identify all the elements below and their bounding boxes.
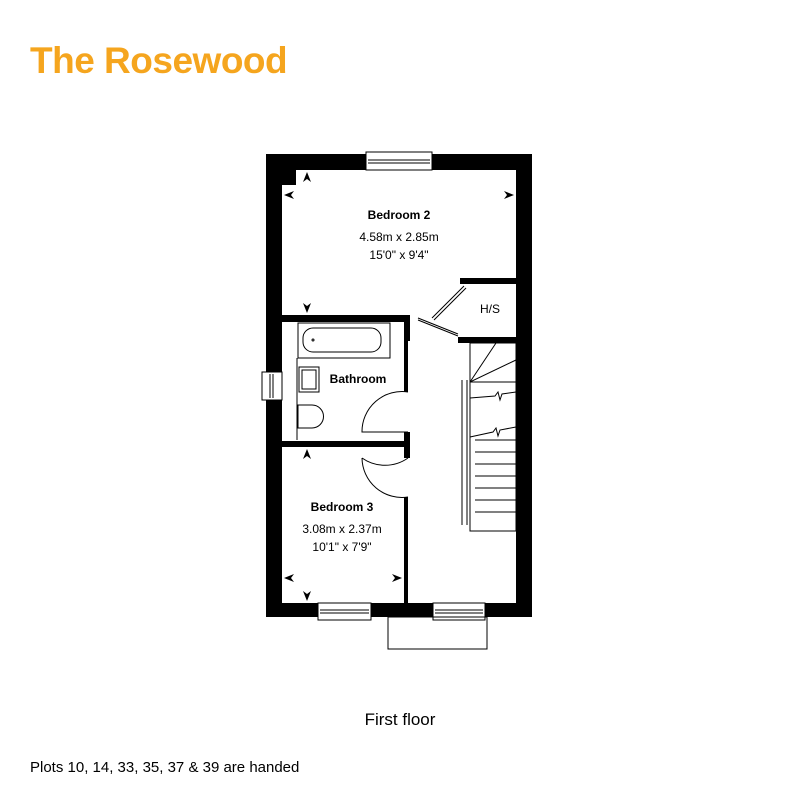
- bathroom-fixtures: [296, 322, 391, 440]
- room-hs-label: H/S: [480, 302, 500, 316]
- room-bedroom-3: Bedroom 3 3.08m x 2.37m 10'1" x 7'9": [302, 500, 381, 554]
- room-size-imperial: 15'0" x 9'4": [369, 248, 428, 262]
- floor-label: First floor: [364, 710, 436, 729]
- sink: [298, 366, 320, 393]
- window-bottom-right: [432, 602, 486, 621]
- outer-walls: [266, 154, 532, 617]
- toilet: [297, 404, 324, 429]
- room-name: Bedroom 3: [311, 500, 374, 514]
- room-size-metric: 3.08m x 2.37m: [302, 522, 381, 536]
- porch-canopy: [387, 616, 488, 650]
- window-left: [261, 371, 283, 401]
- staircase: [461, 342, 517, 532]
- doors: [361, 285, 467, 498]
- bath: [297, 322, 391, 359]
- interior-walls: [282, 278, 516, 603]
- room-bedroom-2: Bedroom 2 4.58m x 2.85m 15'0" x 9'4": [359, 208, 438, 262]
- room-name: Bedroom 2: [368, 208, 431, 222]
- windows: [261, 151, 486, 621]
- room-size-imperial: 10'1" x 7'9": [312, 540, 371, 554]
- room-size-metric: 4.58m x 2.85m: [359, 230, 438, 244]
- window-top: [365, 151, 433, 171]
- room-bathroom-label: Bathroom: [330, 372, 387, 386]
- dimension-arrows: [284, 172, 514, 601]
- page-title: The Rosewood: [30, 40, 288, 81]
- handed-plots-note: Plots 10, 14, 33, 35, 37 & 39 are handed: [30, 759, 300, 776]
- window-bottom-left: [317, 602, 372, 621]
